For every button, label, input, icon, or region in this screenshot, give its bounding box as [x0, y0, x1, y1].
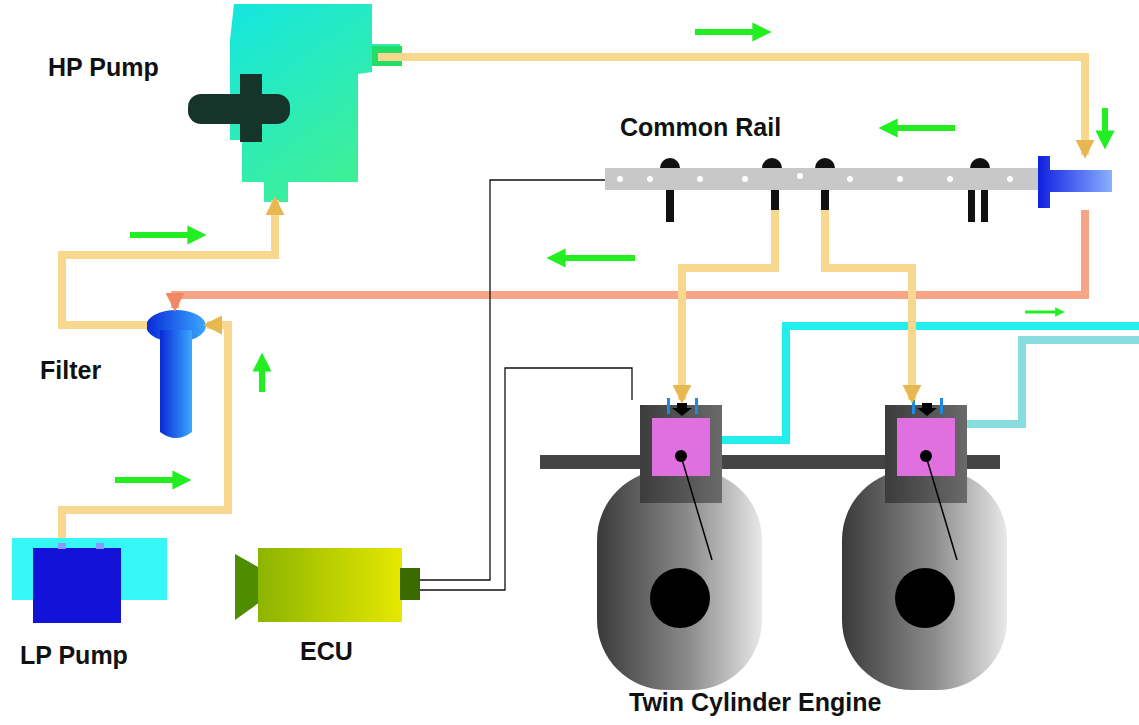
exhaust-pipe — [722, 326, 1139, 440]
pump-shaft — [240, 74, 262, 142]
rail-holes — [617, 173, 1013, 182]
hp-pump-body — [230, 4, 400, 202]
filter-body — [160, 330, 192, 438]
node-label: LP Pump — [20, 641, 128, 670]
ecu-connector — [400, 568, 420, 600]
fuel-line — [682, 210, 775, 400]
terminal — [96, 543, 104, 549]
filter: Filter — [147, 308, 207, 442]
exhaust-pipe — [967, 340, 1139, 424]
fuel-line — [175, 210, 1085, 308]
lp-pump: LP Pump — [12, 538, 167, 623]
pump-shaft — [188, 94, 290, 124]
node-label: ECU — [300, 637, 353, 666]
node-label: HP Pump — [48, 53, 159, 82]
ecu-body — [258, 548, 402, 622]
cylinder — [842, 398, 1007, 690]
ecu-end — [235, 554, 260, 620]
signal-wire — [420, 368, 632, 590]
node-label: Common Rail — [620, 113, 781, 142]
common-rail: Common Rail — [605, 155, 1115, 210]
hp-pump: HP Pump — [228, 2, 378, 200]
engine: Twin Cylinder Engine — [595, 400, 1005, 690]
lp-pump-motor — [33, 548, 121, 623]
fuel-line — [62, 200, 275, 325]
rail-bar — [605, 168, 1045, 190]
rail-end-cap — [1038, 156, 1112, 208]
node-label: Twin Cylinder Engine — [629, 688, 881, 717]
signal-wire — [420, 180, 605, 580]
terminal — [58, 543, 66, 549]
fuel-line — [825, 210, 912, 400]
node-label: Filter — [40, 356, 101, 385]
ecu: ECU — [235, 547, 420, 622]
fuel-line — [378, 57, 1085, 155]
